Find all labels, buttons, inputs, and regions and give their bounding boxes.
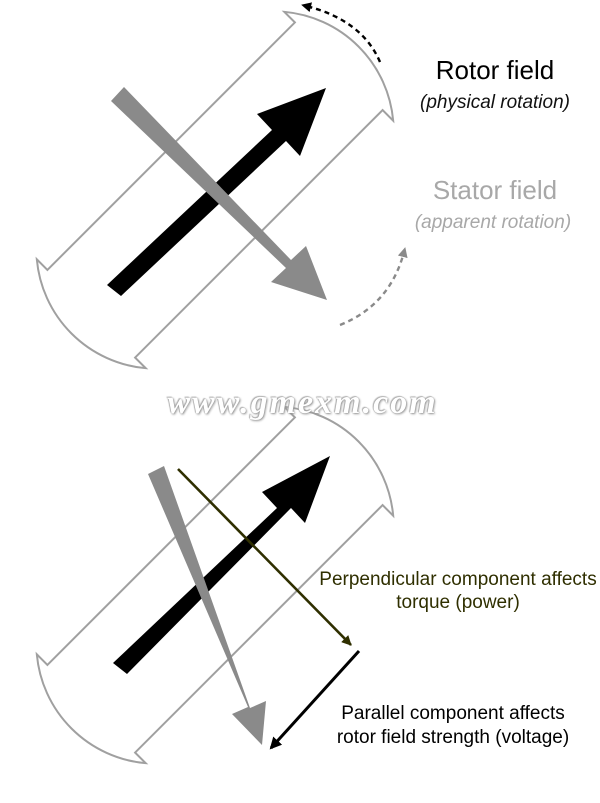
parallel-component-label: Parallel component affects rotor field s…: [336, 703, 570, 748]
perpendicular-component-arrow: [177, 468, 352, 646]
rotor-field-sublabel: (physical rotation): [420, 92, 570, 113]
rotor-field-label: Rotor field: [435, 55, 555, 85]
stator-rotation-arrow-top: [339, 247, 408, 327]
stator-field-label: Stator field: [432, 175, 558, 205]
rotor-rotation-arrow-top: [301, 2, 382, 63]
perpendicular-component-label: Perpendicular component affects torque (…: [319, 569, 597, 613]
watermark: www.gmexm.com: [167, 384, 438, 421]
stator-arrow-top: [111, 87, 327, 300]
parallel-component-arrow: [269, 649, 361, 750]
rotor-arrow-bottom: [113, 456, 330, 674]
stator-field-sublabel: (apparent rotation): [414, 212, 572, 233]
stator-arrow-bottom: [148, 466, 266, 745]
